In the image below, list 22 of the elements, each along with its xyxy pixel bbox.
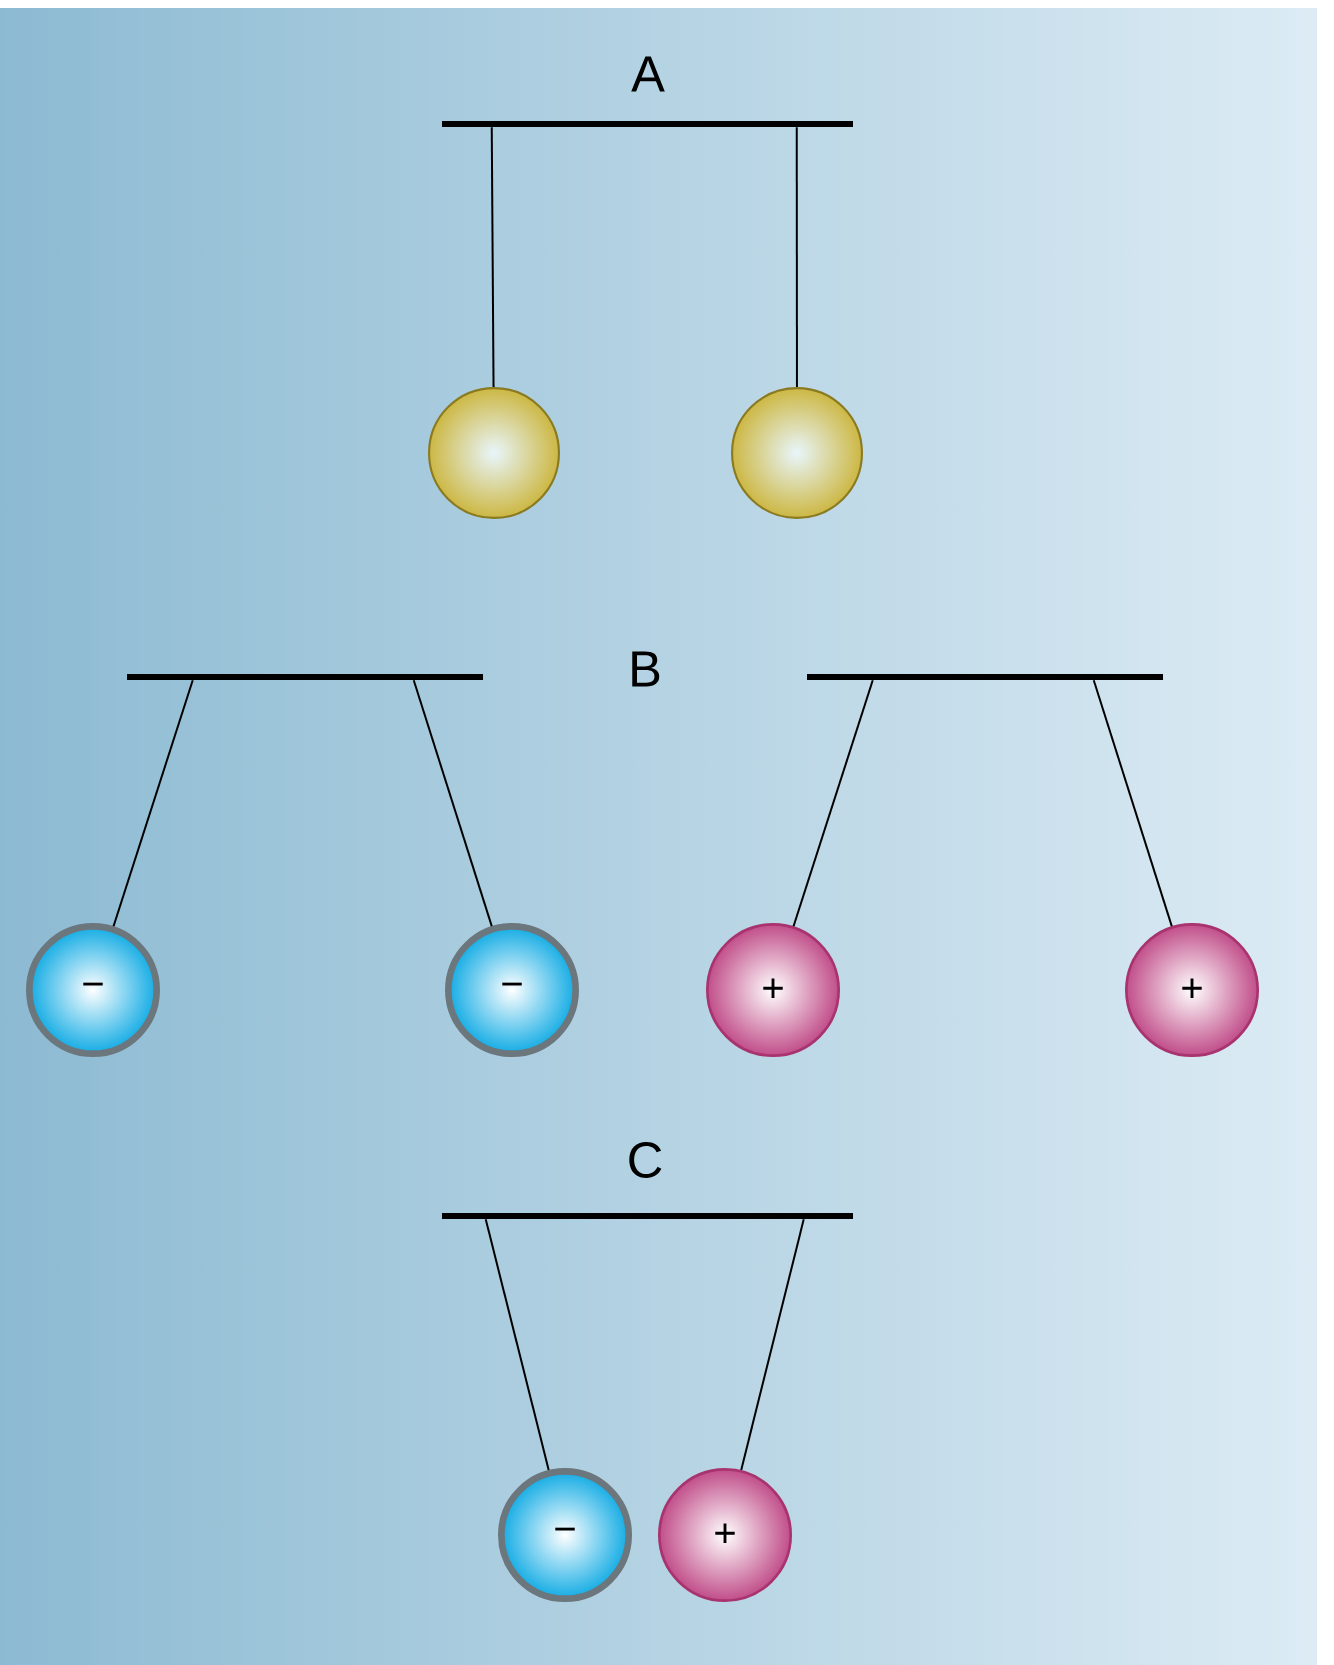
- support-bar: [442, 1213, 853, 1219]
- string: [1092, 679, 1173, 928]
- panel-label: C: [629, 1142, 662, 1178]
- sphere: [428, 387, 560, 519]
- panel-label: B: [632, 651, 660, 687]
- charged-sphere: −: [445, 923, 579, 1057]
- string: [795, 126, 798, 388]
- string: [412, 679, 493, 928]
- charged-sphere: +: [706, 923, 840, 1057]
- support-bar: [442, 121, 853, 127]
- charged-sphere: −: [26, 923, 160, 1057]
- charged-sphere: +: [658, 1468, 792, 1602]
- string: [740, 1218, 805, 1471]
- string: [792, 679, 874, 928]
- string: [112, 679, 194, 928]
- string: [490, 126, 495, 388]
- support-bar: [807, 674, 1163, 680]
- sphere: [731, 387, 863, 519]
- support-bar: [127, 674, 483, 680]
- string: [484, 1218, 550, 1472]
- charged-sphere: −: [498, 1468, 632, 1603]
- charged-sphere: +: [1125, 923, 1260, 1057]
